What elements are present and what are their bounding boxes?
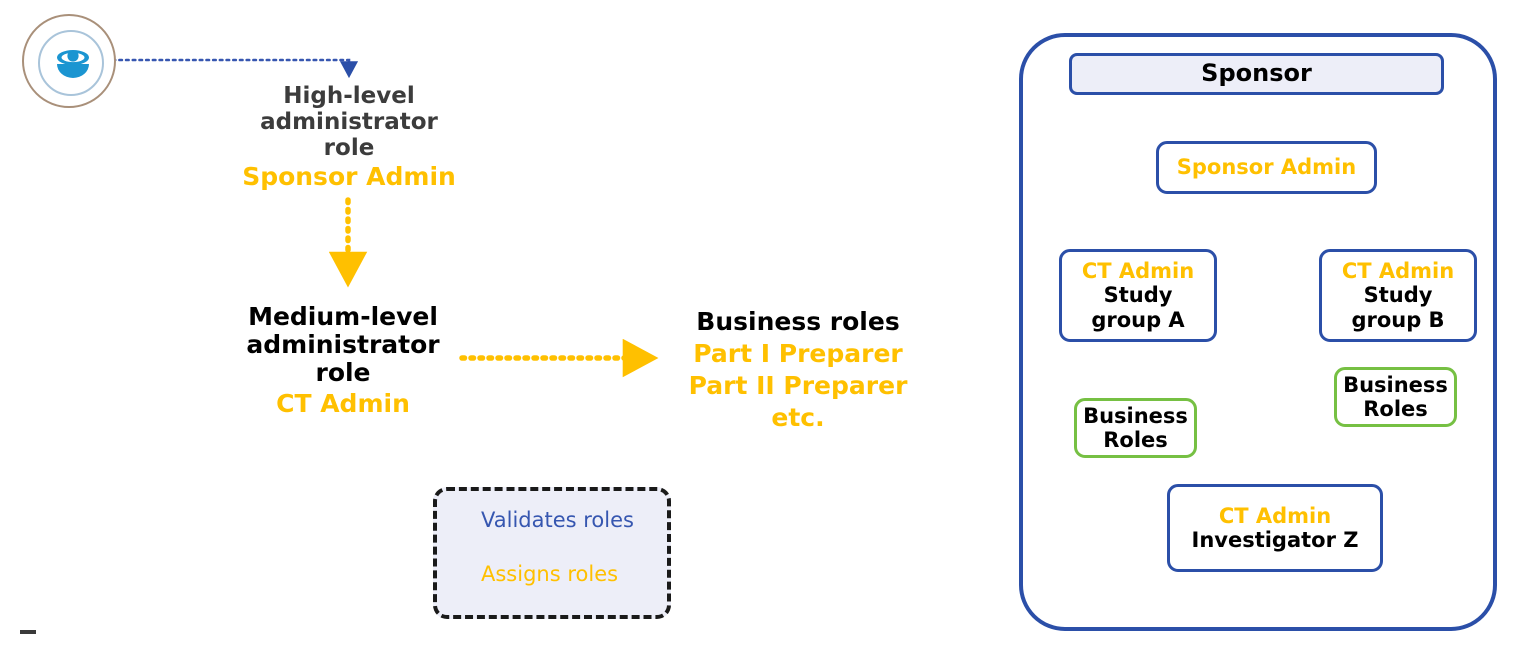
medium-level-line-3: role [315,358,371,387]
node-sponsor-admin-role: Sponsor Admin [1176,155,1357,180]
medium-level-line-1: Medium-level [248,302,438,331]
node-investigator-name: Investigator Z [1191,528,1359,552]
arrow-avatar-to-high-level [104,58,359,79]
node-ct-admin-study-group-a[interactable]: CT Admin Study group A [1059,249,1217,342]
node-ct-a-line-1: Study [1103,283,1173,308]
node-ct-b-line-2: group B [1351,307,1445,332]
node-sponsor-admin[interactable]: Sponsor Admin [1156,141,1377,194]
legend-panel: Validates roles Assigns roles [433,487,671,619]
medium-level-line-2: administrator [246,330,440,359]
user-avatar-icon [22,14,116,108]
high-level-role-description: High-level administrator role Sponsor Ad… [229,83,469,192]
legend-label-assigns-roles: Assigns roles [481,562,619,586]
node-ct-a-role: CT Admin [1081,259,1195,284]
business-roles-title: Business roles [696,307,900,336]
node-sponsor[interactable]: Sponsor [1069,53,1444,95]
business-role-item: etc. [771,403,825,432]
high-level-line-3: role [323,134,375,161]
avatar-inner-ring [38,30,104,96]
node-biz-b-line-2: Roles [1363,397,1428,421]
node-investigator-role: CT Admin [1218,503,1332,528]
high-level-role-name: Sponsor Admin [242,162,456,192]
node-business-roles-b[interactable]: Business Roles [1334,367,1457,427]
node-sponsor-label: Sponsor [1201,59,1312,88]
node-ct-b-line-1: Study [1363,283,1433,308]
node-business-roles-a[interactable]: Business Roles [1074,398,1197,458]
business-roles-description: Business roles Part I Preparer Part II P… [648,308,948,432]
stray-dash-mark [20,630,36,634]
node-ct-a-line-2: group A [1091,307,1185,332]
medium-level-role-description: Medium-level administrator role CT Admin [198,303,488,418]
node-ct-admin-study-group-b[interactable]: CT Admin Study group B [1319,249,1477,342]
node-biz-a-line-2: Roles [1103,428,1168,452]
node-ct-b-role: CT Admin [1341,259,1455,284]
high-level-line-1: High-level [283,83,415,109]
person-glyph-icon [57,50,89,78]
business-role-item: Part I Preparer [693,339,903,368]
node-biz-a-line-1: Business [1083,403,1188,428]
node-investigator-z[interactable]: CT Admin Investigator Z [1167,484,1383,572]
node-biz-b-line-1: Business [1343,372,1448,397]
business-role-item: Part II Preparer [688,371,908,400]
high-level-line-2: administrator [260,108,438,135]
medium-level-role-name: CT Admin [276,389,410,418]
legend-label-validates-roles: Validates roles [481,508,634,532]
